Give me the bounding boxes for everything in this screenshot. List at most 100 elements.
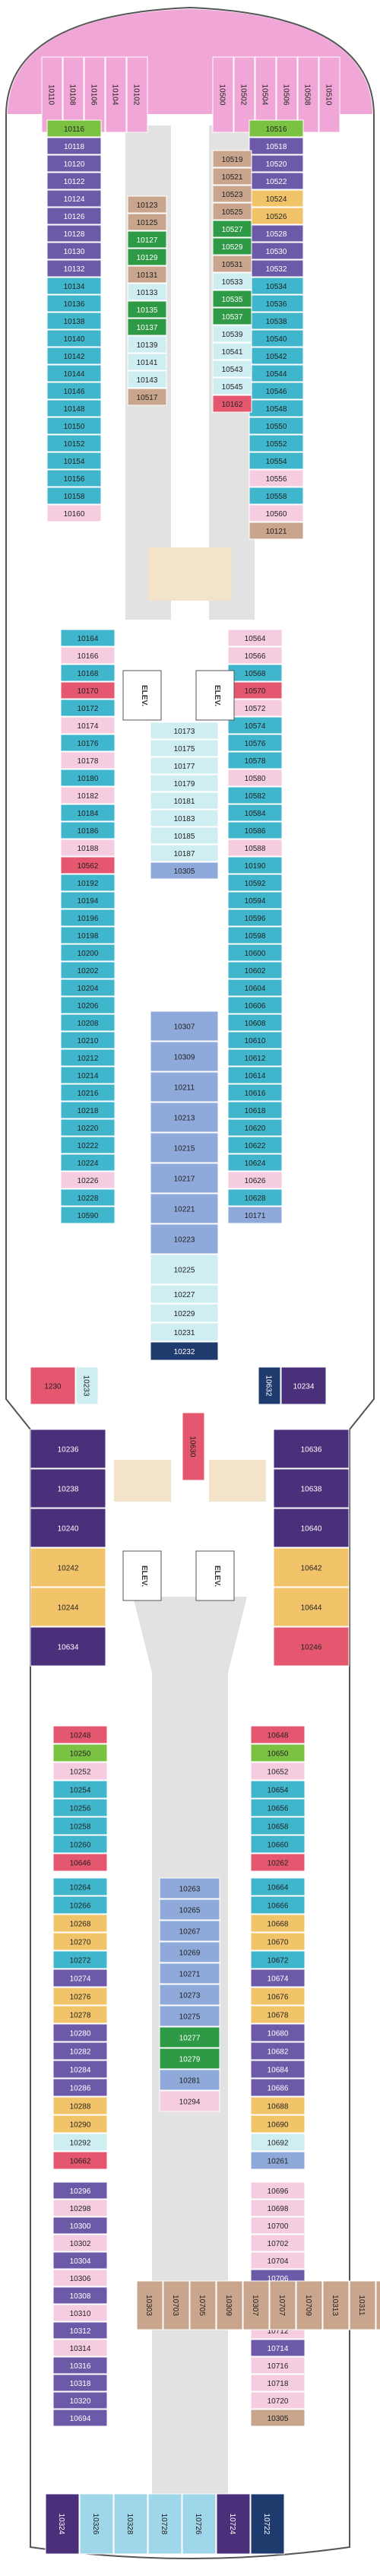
cabin[interactable]: 10316: [52, 2356, 108, 2375]
cabin[interactable]: 10269: [159, 1941, 220, 1963]
cabin[interactable]: 10125: [127, 213, 167, 231]
cabin[interactable]: 10139: [127, 335, 167, 354]
cabin-box[interactable]: [113, 2493, 148, 2555]
cabin-box[interactable]: [52, 2304, 108, 2322]
cabin-box[interactable]: [227, 839, 283, 857]
cabin-box[interactable]: [318, 56, 340, 133]
cabin[interactable]: 10273: [159, 1984, 220, 2006]
cabin[interactable]: 10324: [45, 2493, 80, 2555]
cabin-box[interactable]: [150, 1193, 219, 1224]
cabin[interactable]: 10254: [52, 1780, 108, 1799]
cabin-box[interactable]: [159, 2026, 220, 2048]
cabin[interactable]: 10620: [227, 1118, 283, 1137]
cabin[interactable]: 10298: [52, 2199, 108, 2217]
cabin-box[interactable]: [250, 1932, 306, 1951]
cabin[interactable]: 10634: [30, 1626, 106, 1667]
cabin[interactable]: 10275: [159, 2005, 220, 2027]
cabin-box[interactable]: [46, 434, 102, 452]
cabin-box[interactable]: [52, 2391, 108, 2409]
cabin-box[interactable]: [227, 1171, 283, 1189]
cabin[interactable]: 10594: [227, 891, 283, 909]
cabin[interactable]: 10171: [227, 1206, 283, 1224]
cabin-box[interactable]: [280, 1366, 327, 1405]
cabin-box[interactable]: [159, 1962, 220, 1984]
cabin[interactable]: 10574: [227, 716, 283, 734]
cabin-box[interactable]: [46, 487, 102, 505]
cabin[interactable]: 10162: [212, 395, 252, 413]
cabin-box[interactable]: [227, 1118, 283, 1137]
cabin[interactable]: 10179: [150, 774, 219, 792]
cabin-box[interactable]: [150, 757, 219, 775]
cabin[interactable]: 10280: [52, 2023, 108, 2042]
cabin-box[interactable]: [227, 1014, 283, 1032]
cabin-box[interactable]: [52, 1853, 108, 1872]
cabin-box[interactable]: [52, 2374, 108, 2392]
cabin-box[interactable]: [30, 1587, 106, 1627]
cabin[interactable]: 10638: [273, 1468, 350, 1508]
cabin[interactable]: 10711: [375, 2280, 380, 2330]
cabin[interactable]: 10304: [52, 2251, 108, 2270]
cabin-box[interactable]: [250, 2409, 306, 2427]
cabin[interactable]: 10718: [250, 2374, 306, 2392]
cabin-box[interactable]: [52, 2199, 108, 2217]
cabin-box[interactable]: [189, 2280, 217, 2330]
cabin[interactable]: 10226: [60, 1171, 116, 1189]
cabin[interactable]: 10150: [46, 417, 102, 435]
cabin-box[interactable]: [273, 1626, 350, 1667]
cabin[interactable]: 10279: [159, 2048, 220, 2070]
cabin[interactable]: 10311: [349, 2280, 376, 2330]
cabin-box[interactable]: [227, 1031, 283, 1049]
cabin[interactable]: 10658: [250, 1816, 306, 1835]
cabin-box[interactable]: [46, 364, 102, 382]
cabin[interactable]: 10533: [212, 272, 252, 290]
cabin-box[interactable]: [52, 1835, 108, 1854]
cabin-box[interactable]: [250, 1743, 306, 1762]
cabin[interactable]: 10244: [30, 1587, 106, 1627]
cabin[interactable]: 10500: [212, 56, 234, 133]
cabin-box[interactable]: [30, 1508, 106, 1548]
cabin[interactable]: 10664: [250, 1877, 306, 1896]
cabin[interactable]: 10536: [249, 294, 304, 312]
cabin-box[interactable]: [227, 961, 283, 979]
cabin-box[interactable]: [249, 137, 304, 155]
cabin-box[interactable]: [150, 1284, 219, 1304]
cabin-box[interactable]: [127, 195, 167, 214]
cabin-box[interactable]: [60, 891, 116, 909]
cabin[interactable]: 10608: [227, 1014, 283, 1032]
cabin-box[interactable]: [60, 1066, 116, 1084]
cabin-box[interactable]: [242, 2280, 270, 2330]
cabin[interactable]: 10143: [127, 370, 167, 389]
cabin-box[interactable]: [249, 417, 304, 435]
cabin-box[interactable]: [60, 1118, 116, 1137]
cabin-box[interactable]: [46, 469, 102, 487]
cabin[interactable]: 10307: [242, 2280, 270, 2330]
cabin[interactable]: 10510: [318, 56, 340, 133]
cabin[interactable]: 10290: [52, 2114, 108, 2133]
cabin[interactable]: 10531: [212, 255, 252, 273]
cabin-box[interactable]: [30, 1366, 76, 1405]
cabin-box[interactable]: [212, 220, 252, 238]
cabin[interactable]: 10552: [249, 434, 304, 452]
cabin-box[interactable]: [250, 1914, 306, 1933]
cabin[interactable]: 10328: [113, 2493, 148, 2555]
cabin[interactable]: 10616: [227, 1083, 283, 1102]
cabin[interactable]: 10225: [150, 1254, 219, 1285]
cabin-box[interactable]: [250, 2339, 306, 2357]
cabin[interactable]: 10572: [227, 699, 283, 717]
cabin[interactable]: 10168: [60, 664, 116, 682]
cabin-box[interactable]: [249, 504, 304, 522]
cabin-box[interactable]: [182, 2493, 217, 2555]
cabin[interactable]: 10546: [249, 382, 304, 400]
cabin-box[interactable]: [45, 2493, 80, 2555]
cabin-box[interactable]: [250, 2133, 306, 2152]
cabin[interactable]: 10318: [52, 2374, 108, 2392]
cabin[interactable]: 10582: [227, 786, 283, 804]
cabin-box[interactable]: [212, 237, 252, 255]
cabin[interactable]: 10646: [52, 1853, 108, 1872]
cabin[interactable]: 10211: [150, 1071, 219, 1102]
cabin[interactable]: 10696: [250, 2181, 306, 2200]
cabin[interactable]: 10570: [227, 681, 283, 700]
cabin-box[interactable]: [60, 961, 116, 979]
cabin[interactable]: 10156: [46, 469, 102, 487]
cabin-box[interactable]: [60, 699, 116, 717]
